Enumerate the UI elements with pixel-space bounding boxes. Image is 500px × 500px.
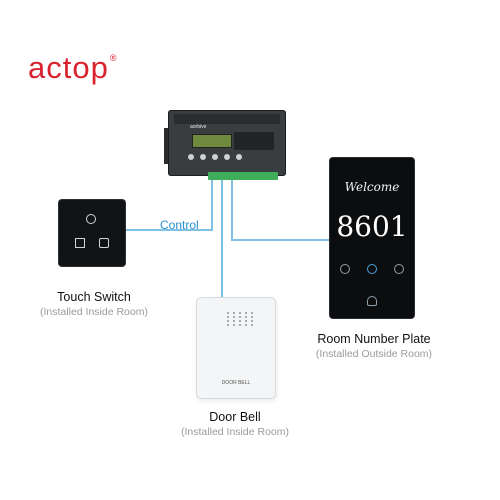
power-icon bbox=[86, 214, 96, 224]
controller-terminal-block bbox=[208, 172, 278, 180]
door-bell-device: DOOR BELL bbox=[196, 297, 276, 399]
plate-room-number: 8601 bbox=[336, 210, 408, 243]
door-bell-subtitle: (Installed Inside Room) bbox=[181, 426, 289, 438]
controller-button bbox=[224, 154, 230, 160]
room-plate-title: Room Number Plate bbox=[317, 332, 431, 346]
touch-switch-subtitle: (Installed Inside Room) bbox=[40, 306, 148, 318]
do-not-disturb-icon bbox=[75, 238, 85, 248]
controller-button bbox=[236, 154, 242, 160]
touch-switch-device bbox=[59, 200, 125, 266]
room-plate-subtitle: (Installed Outside Room) bbox=[315, 348, 433, 360]
brand-name: actop bbox=[28, 50, 109, 85]
touch-switch-title: Touch Switch bbox=[57, 290, 131, 304]
controller-button bbox=[188, 154, 194, 160]
room-number-plate-device: Welcome 8601 bbox=[330, 158, 414, 318]
controller-button bbox=[200, 154, 206, 160]
controller-device: aorbive bbox=[164, 110, 286, 180]
wire-to-touch-switch bbox=[125, 180, 213, 231]
plate-welcome-text: Welcome bbox=[344, 180, 400, 194]
make-up-room-icon bbox=[99, 238, 109, 248]
bell-icon bbox=[367, 296, 377, 306]
speaker-grille bbox=[227, 312, 255, 326]
registered-mark: ® bbox=[109, 53, 118, 63]
plate-icon-row bbox=[340, 264, 404, 274]
controller-logo: aorbive bbox=[190, 124, 207, 130]
door-bell-device-text: DOOR BELL bbox=[221, 380, 251, 386]
controller-dark-panel bbox=[234, 132, 274, 150]
controller-buttons bbox=[188, 154, 242, 160]
controller-side-bracket bbox=[164, 128, 170, 164]
do-not-disturb-icon bbox=[340, 264, 350, 274]
door-bell-title: Door Bell bbox=[209, 410, 261, 424]
controller-lcd-screen bbox=[192, 134, 232, 148]
controller-top-panel bbox=[174, 114, 280, 124]
brand-logo: actop® bbox=[28, 50, 117, 86]
wire-to-room-plate bbox=[231, 180, 330, 241]
controller-button bbox=[212, 154, 218, 160]
control-connection-label: Control bbox=[160, 218, 199, 232]
wait-icon bbox=[394, 264, 404, 274]
make-up-room-icon bbox=[367, 264, 377, 274]
